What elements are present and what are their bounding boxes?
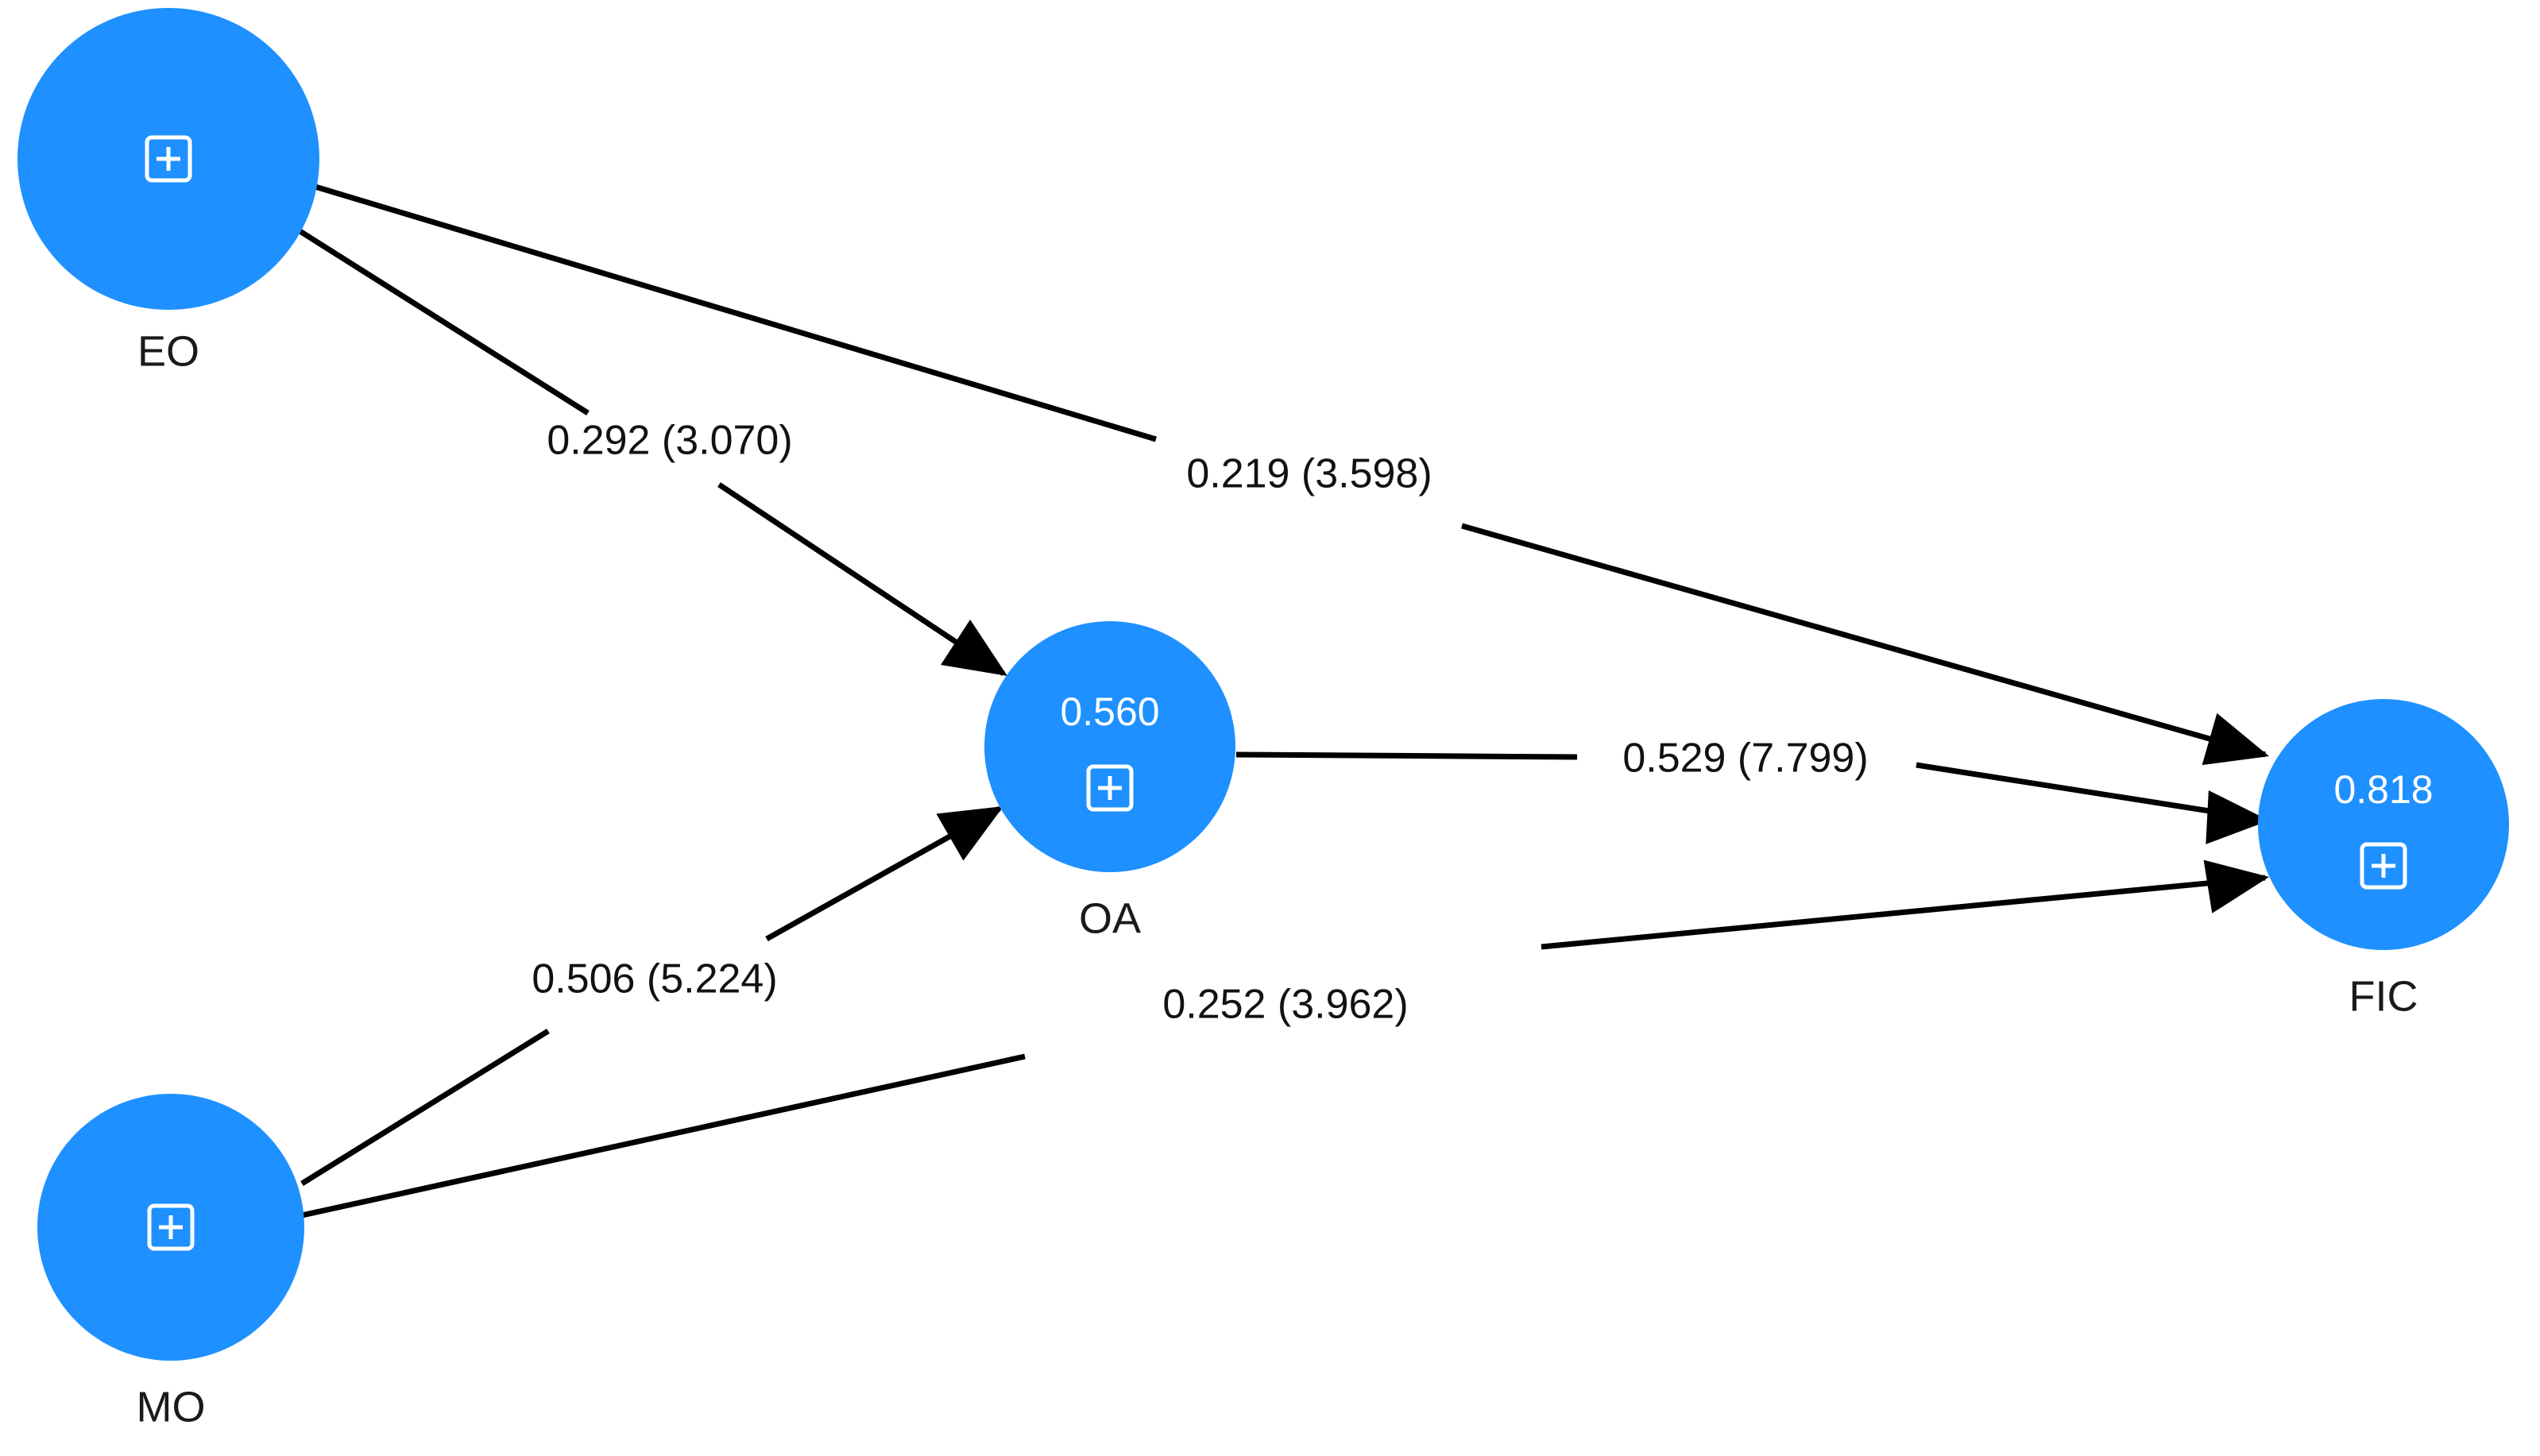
- plus-box-outline: [1086, 764, 1134, 812]
- edge-label-mo-to-oa: 0.506 (5.224): [532, 956, 777, 1002]
- node-EO[interactable]: [17, 8, 319, 310]
- edge-line: [308, 182, 2266, 758]
- node-MO[interactable]: [37, 1094, 304, 1361]
- node-OA[interactable]: 0.560: [984, 621, 1235, 872]
- arrowhead-icon: [936, 806, 1003, 861]
- arrowhead-icon: [2203, 859, 2269, 913]
- node-caption-MO: MO: [137, 1383, 206, 1431]
- node-FIC[interactable]: 0.818: [2258, 699, 2509, 950]
- arrowhead-icon: [2202, 713, 2269, 766]
- edge-oa-to-fic[interactable]: [1235, 751, 2271, 848]
- edge-eo-to-fic[interactable]: [308, 182, 2276, 782]
- plus-box-icon[interactable]: [2360, 842, 2407, 890]
- plus-box-icon[interactable]: [147, 1203, 195, 1251]
- edge-label-eo-to-fic: 0.219 (3.598): [1186, 451, 1432, 497]
- plus-box-outline: [2360, 842, 2407, 890]
- node-caption-OA: OA: [1079, 894, 1141, 942]
- edge-line: [301, 875, 2266, 1218]
- edge-labels-layer: 0.292 (3.070) 0.219 (3.598) 0.529 (7.799) 0…: [532, 418, 1868, 1028]
- arrowhead-icon: [941, 620, 1007, 676]
- edge-label-mo-to-fic: 0.252 (3.962): [1162, 982, 1408, 1028]
- plus-box-outline: [145, 135, 192, 183]
- node-circle[interactable]: [2258, 699, 2509, 950]
- edge-label-eo-to-oa: 0.292 (3.070): [547, 418, 792, 464]
- plus-box-outline: [147, 1203, 195, 1251]
- node-caption-FIC: FIC: [2349, 972, 2418, 1020]
- edge-label-oa-to-fic: 0.529 (7.799): [1622, 736, 1868, 782]
- edge-mo-to-oa[interactable]: [300, 783, 1017, 1186]
- nodes-layer: 0.560 0.818: [17, 8, 2509, 1361]
- edge-line: [1235, 751, 2266, 823]
- node-r-squared-value: 0.818: [2333, 767, 2433, 812]
- node-circle[interactable]: [984, 621, 1235, 872]
- captions-layer: EO OA MO FIC: [137, 327, 2418, 1431]
- plus-box-icon[interactable]: [145, 135, 192, 183]
- arrowhead-icon: [2206, 790, 2269, 844]
- edge-eo-to-oa[interactable]: [291, 224, 1023, 699]
- node-r-squared-value: 0.560: [1060, 689, 1159, 734]
- node-caption-EO: EO: [137, 327, 199, 375]
- edges-layer: [291, 182, 2276, 1218]
- edge-mo-to-fic[interactable]: [301, 850, 2273, 1218]
- plus-box-icon[interactable]: [1086, 764, 1134, 812]
